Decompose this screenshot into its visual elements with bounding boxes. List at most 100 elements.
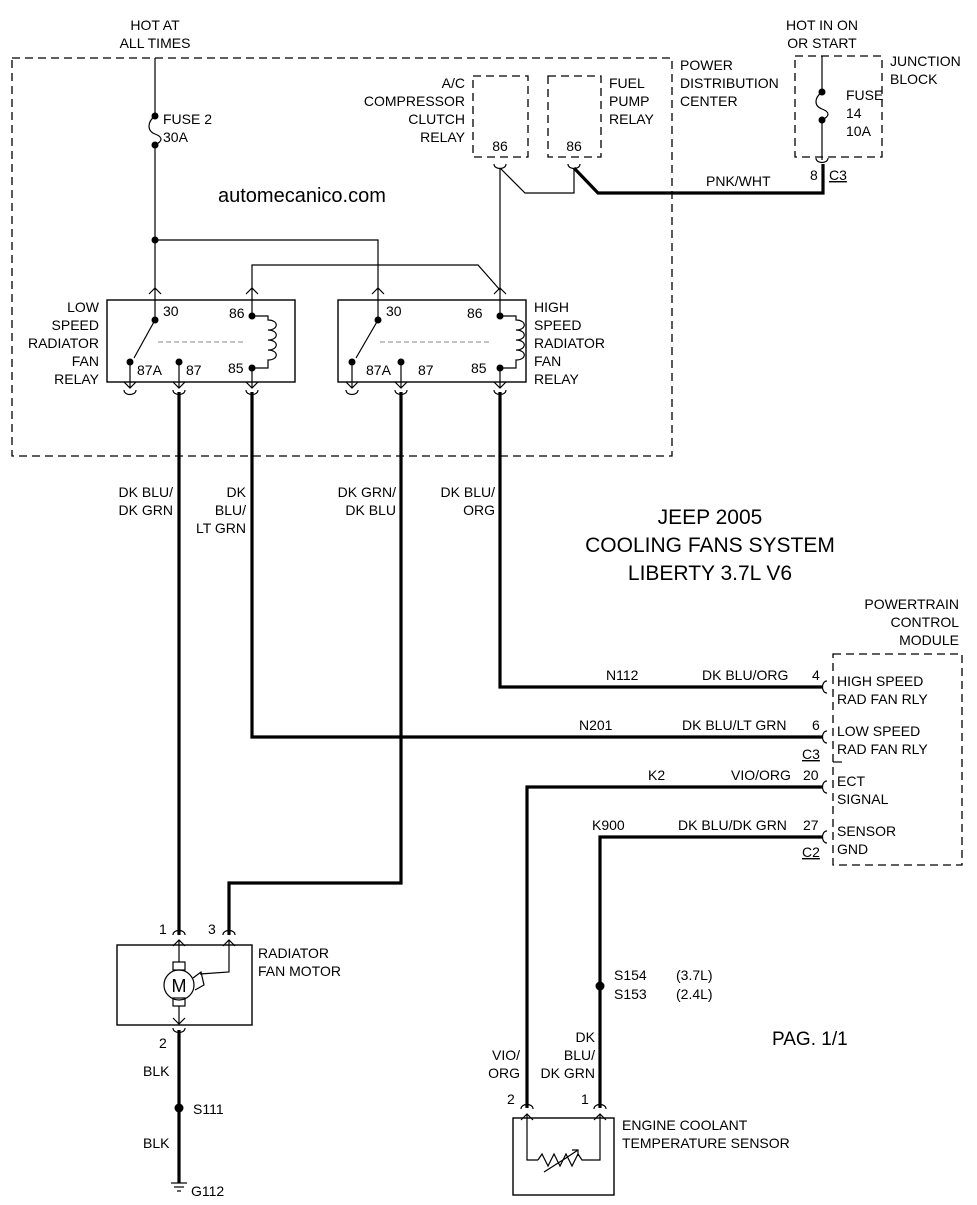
blk-wire-label-2: BLK: [143, 1135, 170, 1151]
pcm-row-2-circuit: N201: [579, 717, 613, 733]
ac-relay-label-4: RELAY: [420, 129, 466, 145]
pcm-row-1-color: DK BLU/ORG: [702, 667, 788, 683]
fuse14-number: 14: [846, 105, 862, 121]
low-relay-pin-87a: 87A: [137, 362, 163, 378]
pcm-row-1-text-1: HIGH SPEED: [837, 673, 923, 689]
hot-at-all-times-2: ALL TIMES: [120, 35, 191, 51]
title-line-3: LIBERTY 3.7L V6: [628, 562, 792, 585]
pcm-row-3-color: VIO/ORG: [731, 767, 791, 783]
pcm-row-2-text-2: RAD FAN RLY: [837, 741, 928, 757]
motor-pin-3: 3: [208, 921, 216, 937]
splice-s153-label: S153: [614, 986, 647, 1002]
title-line-2: COOLING FANS SYSTEM: [585, 534, 835, 557]
low-relay-pin-30: 30: [163, 303, 179, 319]
wire-label-dkblu-dkgrn-s-3: DK GRN: [541, 1065, 595, 1081]
low-relay-label-3: RADIATOR: [28, 335, 99, 351]
wire-label-dkblu-dkgrn-s-1: DK: [576, 1029, 596, 1045]
pcm-label-3: MODULE: [899, 632, 959, 648]
wire-label-dkblu-dkgrn-2: DK GRN: [119, 502, 173, 518]
high-relay-label-1: HIGH: [534, 299, 569, 315]
ects-label-2: TEMPERATURE SENSOR: [622, 1135, 790, 1151]
ac-relay-pin-86: 86: [492, 138, 508, 154]
ac-relay-label-1: A/C: [442, 75, 465, 91]
fuse14-label: FUSE: [846, 87, 883, 103]
high-speed-fan-relay: HIGH SPEED RADIATOR FAN RELAY 30 86 87A …: [337, 287, 605, 389]
splice-s154: [595, 981, 605, 991]
pcm-row-3-pin: 20: [803, 767, 819, 783]
jb-connector-c3: C3: [829, 167, 847, 183]
fuel-relay-pin-86: 86: [566, 138, 582, 154]
fuel-relay-label-1: FUEL: [609, 75, 645, 91]
high-relay-pin-30: 30: [386, 303, 402, 319]
pcm-row-4-text-1: SENSOR: [837, 823, 896, 839]
wire-label-dkblu-org-1: DK BLU/: [441, 484, 496, 500]
watermark-text: automecanico.com: [218, 185, 386, 207]
splice-s111-label: S111: [193, 1101, 224, 1117]
motor-pin-1: 1: [159, 921, 167, 937]
fuse2-rating: 30A: [163, 129, 189, 145]
title-line-1: JEEP 2005: [658, 506, 763, 529]
hot-in-on-2: OR START: [787, 35, 857, 51]
fuse14-rating: 10A: [846, 123, 872, 139]
junction-block: HOT IN ON OR START JUNCTION BLOCK FUSE 1…: [786, 17, 961, 183]
pcm-row-1-circuit: N112: [606, 667, 639, 683]
blk-wire-label-1: BLK: [143, 1063, 170, 1079]
jb-pin-8: 8: [810, 167, 818, 183]
pnk-wht-wire-label: PNK/WHT: [706, 173, 771, 189]
low-relay-label-2: SPEED: [52, 317, 99, 333]
pcm-row-3-text-2: SIGNAL: [837, 791, 889, 807]
splice-s154-note: (3.7L): [676, 967, 713, 983]
low-relay-label-1: LOW: [67, 299, 100, 315]
pcm-row-4-color: DK BLU/DK GRN: [678, 817, 787, 833]
motor-label-1: RADIATOR: [258, 945, 329, 961]
high-relay-pin-87: 87: [418, 362, 434, 378]
ground-symbol: [171, 1182, 187, 1192]
fuel-relay-label-3: RELAY: [609, 111, 655, 127]
engine-coolant-temperature-sensor: 2 1 ENGINE COOLANT TEMPERATURE SENSOR: [507, 1091, 790, 1196]
pcm-row-2-pin: 6: [812, 717, 820, 733]
ac-relay-label-3: CLUTCH: [408, 111, 465, 127]
junction-block-label-1: JUNCTION: [890, 53, 961, 69]
fuel-pump-relay: FUEL PUMP RELAY 86: [547, 75, 655, 170]
pcm-row-4-pin: 27: [803, 817, 819, 833]
pcm-row-3-circuit: K2: [648, 767, 665, 783]
wire-label-dkblu-dkgrn-s-2: BLU/: [564, 1047, 595, 1063]
pcm-row-4-circuit: K900: [592, 817, 625, 833]
harness-wires: [177, 392, 823, 1183]
hot-at-all-times-1: HOT AT: [130, 17, 180, 33]
wire-label-dkblu-ltgrn-1: DK: [227, 484, 247, 500]
motor-pin-2: 2: [159, 1035, 167, 1051]
high-relay-label-4: FAN: [534, 353, 561, 369]
pdc-label-2: DISTRIBUTION: [680, 75, 779, 91]
pcm-label-1: POWERTRAIN: [864, 596, 959, 612]
wire-label-dkgrn-dkblu-1: DK GRN/: [338, 484, 396, 500]
high-relay-pin-87a: 87A: [366, 362, 392, 378]
pcm-row-2-text-1: LOW SPEED: [837, 723, 920, 739]
pcm-connector-c2: C2: [802, 844, 820, 860]
ects-label-1: ENGINE COOLANT: [622, 1117, 748, 1133]
wire-label-dkblu-ltgrn-2: BLU/: [215, 502, 246, 518]
powertrain-control-module: POWERTRAIN CONTROL MODULE N112 DK BLU/OR…: [579, 596, 963, 866]
ects-pin-2: 2: [507, 1091, 515, 1107]
low-speed-fan-relay: LOW SPEED RADIATOR FAN RELAY 30 86 87A 8…: [28, 287, 296, 389]
pcm-row-1-pin: 4: [812, 667, 820, 683]
low-relay-pin-87: 87: [186, 362, 202, 378]
fuse-2: FUSE 2 30A: [148, 58, 212, 290]
pdc-label-1: POWER: [680, 57, 733, 73]
motor-label-2: FAN MOTOR: [258, 963, 341, 979]
pcm-label-2: CONTROL: [891, 614, 960, 630]
wire-label-vio-org-2: ORG: [488, 1065, 520, 1081]
diagram-title: JEEP 2005 COOLING FANS SYSTEM LIBERTY 3.…: [585, 506, 835, 585]
splice-s154-label: S154: [614, 967, 647, 983]
low-relay-pin-85: 85: [228, 360, 244, 376]
ects-pin-1: 1: [581, 1091, 589, 1107]
junction-block-label-2: BLOCK: [890, 71, 938, 87]
low-relay-pin-86: 86: [229, 305, 245, 321]
motor-symbol-m: M: [172, 976, 187, 996]
pcm-row-1-text-2: RAD FAN RLY: [837, 691, 928, 707]
wire-label-dkblu-ltgrn-3: LT GRN: [196, 520, 246, 536]
splice-s111: [174, 1103, 184, 1113]
pcm-row-2-color: DK BLU/LT GRN: [682, 717, 787, 733]
hot-in-on-1: HOT IN ON: [786, 17, 858, 33]
